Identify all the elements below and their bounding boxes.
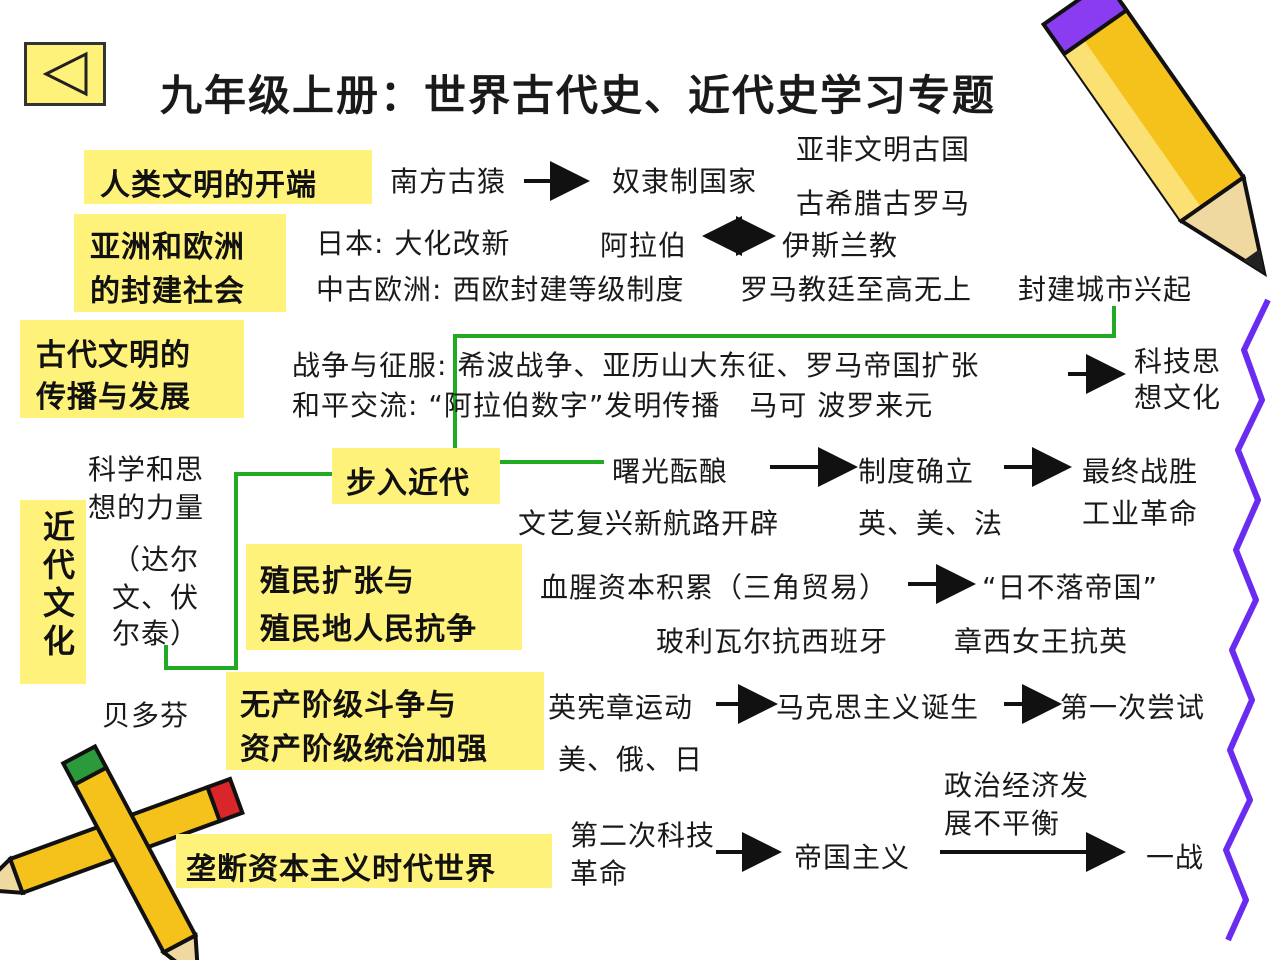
row5-bloody: 血腥资本积累（三角贸易） [540, 571, 889, 604]
row3-peace: 和平交流: “阿拉伯数字”发明传播 马可 波罗来元 [292, 389, 934, 422]
triangle-left-icon [42, 51, 88, 97]
row7-uneven-2: 展不平衡 [944, 807, 1061, 840]
row1-c1: 亚非文明古国 [796, 133, 971, 166]
page-title: 九年级上册：世界古代史、近代史学习专题 [160, 71, 997, 120]
row5-bolivar: 玻利瓦尔抗西班牙 [656, 625, 889, 658]
row6-marx: 马克思主义诞生 [776, 691, 980, 724]
row7-ww1: 一战 [1146, 841, 1205, 874]
row2-arab: 阿拉伯 [600, 229, 688, 262]
topic-box-4: 步入近代 [332, 448, 500, 504]
row1-a: 南方古猿 [390, 165, 507, 198]
culture-line-1: 科学和思 [88, 453, 205, 486]
row1-b: 奴隶制国家 [612, 165, 758, 198]
row4-system: 制度确立 [858, 455, 975, 488]
topic-box-modern-culture: 近代文化 [20, 500, 86, 684]
row4-victory: 最终战胜 [1082, 455, 1199, 488]
row5-empire: “日不落帝国” [982, 571, 1159, 604]
row2-japan: 日本: 大化改新 [316, 227, 511, 260]
purple-wavy-border [1223, 298, 1271, 942]
row6-countries: 美、俄、日 [558, 743, 704, 776]
row4-countries: 英、美、法 [858, 507, 1004, 540]
topic-box-3: 古代文明的 传播与发展 [20, 320, 244, 418]
row2-rome: 罗马教廷至高无上 [740, 273, 973, 306]
culture-line-2: 想的力量 [88, 491, 205, 524]
pencil-top-right [1040, 0, 1267, 278]
row6-first: 第一次尝试 [1060, 691, 1206, 724]
row4-industrial: 工业革命 [1082, 497, 1199, 530]
topic-box-2: 亚洲和欧洲 的封建社会 [74, 214, 286, 312]
culture-line-3: （达尔 [112, 543, 200, 576]
row1-c2: 古希腊古罗马 [796, 187, 971, 220]
culture-line-5: 尔泰） [112, 617, 200, 650]
row4-renaissance: 文艺复兴新航路开辟 [518, 507, 780, 540]
row7-uneven-1: 政治经济发 [944, 769, 1090, 802]
topic-box-5: 殖民扩张与 殖民地人民抗争 [246, 544, 522, 650]
row7-second-2: 革命 [570, 857, 629, 890]
topic-1-label: 人类文明的开端 [100, 168, 317, 203]
topic-box-1: 人类文明的开端 [84, 150, 372, 204]
back-button[interactable] [24, 42, 106, 106]
row7-imperialism: 帝国主义 [794, 841, 911, 874]
row6-chartist: 英宪章运动 [548, 691, 694, 724]
culture-line-4: 文、伏 [112, 581, 200, 614]
topic-box-7: 垄断资本主义时代世界 [176, 834, 552, 888]
row3-result-1: 科技思 [1134, 345, 1222, 378]
topic-box-6: 无产阶级斗争与 资产阶级统治加强 [226, 672, 544, 770]
row7-second-1: 第二次科技 [570, 819, 716, 852]
row2-city: 封建城市兴起 [1018, 273, 1193, 306]
row2-europe: 中古欧洲: 西欧封建等级制度 [316, 273, 685, 306]
row5-zhangxi: 章西女王抗英 [954, 625, 1129, 658]
row4-dawn: 曙光酝酿 [612, 455, 729, 488]
row3-war: 战争与征服: 希波战争、亚历山大东征、罗马帝国扩张 [292, 349, 980, 382]
culture-beethoven: 贝多芬 [102, 699, 190, 732]
row2-islam: 伊斯兰教 [782, 229, 899, 262]
row3-result-2: 想文化 [1134, 381, 1222, 414]
pencil-bottom-left-2 [60, 743, 201, 960]
